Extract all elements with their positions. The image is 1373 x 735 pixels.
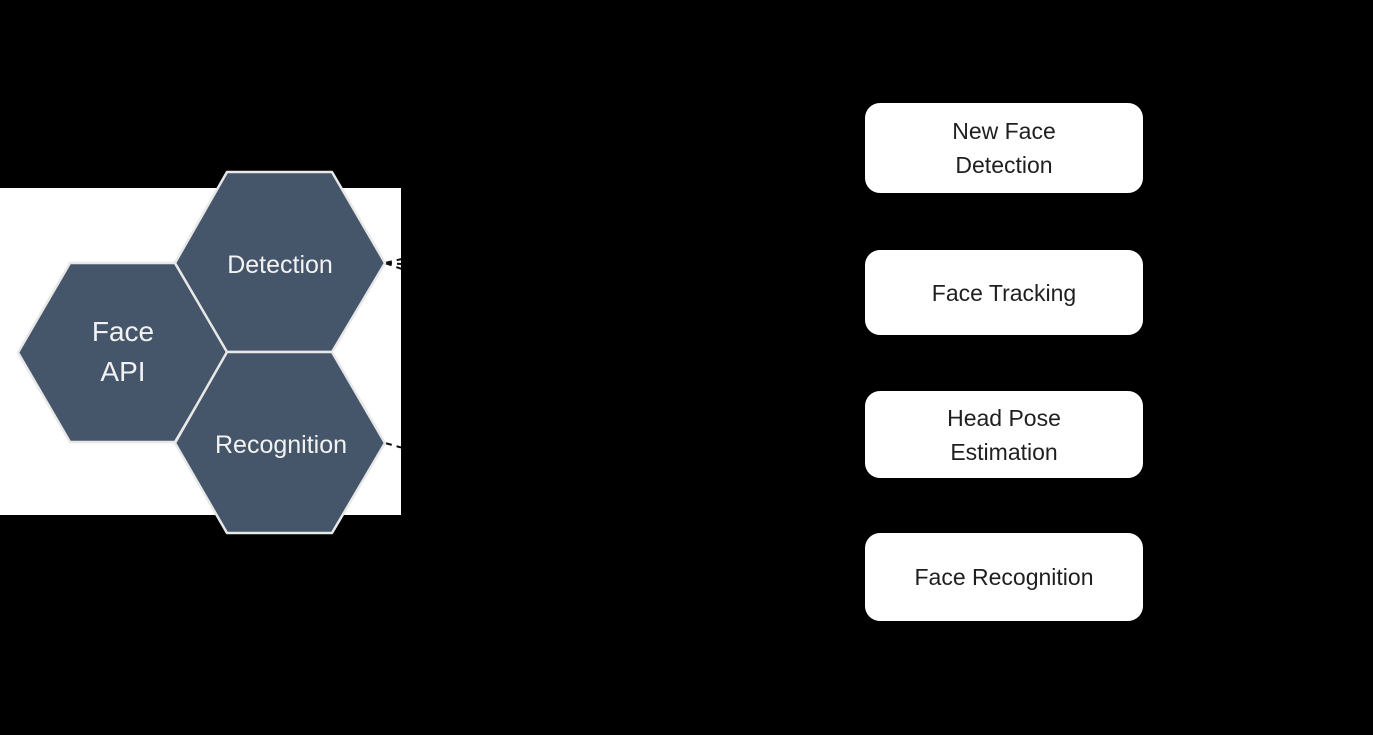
connector-detection-to-head-pose-estimation — [384, 262, 401, 270]
connector-recognition-to-face-recognition — [384, 442, 401, 449]
capability-box-label: Face Recognition — [914, 564, 1094, 590]
capability-box-label: Face Tracking — [931, 279, 1077, 306]
connector-detection-to-new-face-detection — [384, 258, 401, 264]
capability-box-head-pose-estimation: Head Pose Estimation — [865, 391, 1143, 478]
capability-box-label: Head Pose Estimation — [947, 404, 1061, 465]
connector-group — [384, 258, 401, 449]
capability-box-face-tracking: Face Tracking — [865, 250, 1143, 335]
capability-box-label: New Face Detection — [952, 118, 1056, 178]
hexagon-recognition — [173, 350, 387, 535]
capability-box-face-recognition: Face Recognition — [865, 533, 1143, 621]
connector-detection-to-face-tracking — [384, 262, 401, 265]
capability-box-new-face-detection: New Face Detection — [865, 103, 1143, 193]
